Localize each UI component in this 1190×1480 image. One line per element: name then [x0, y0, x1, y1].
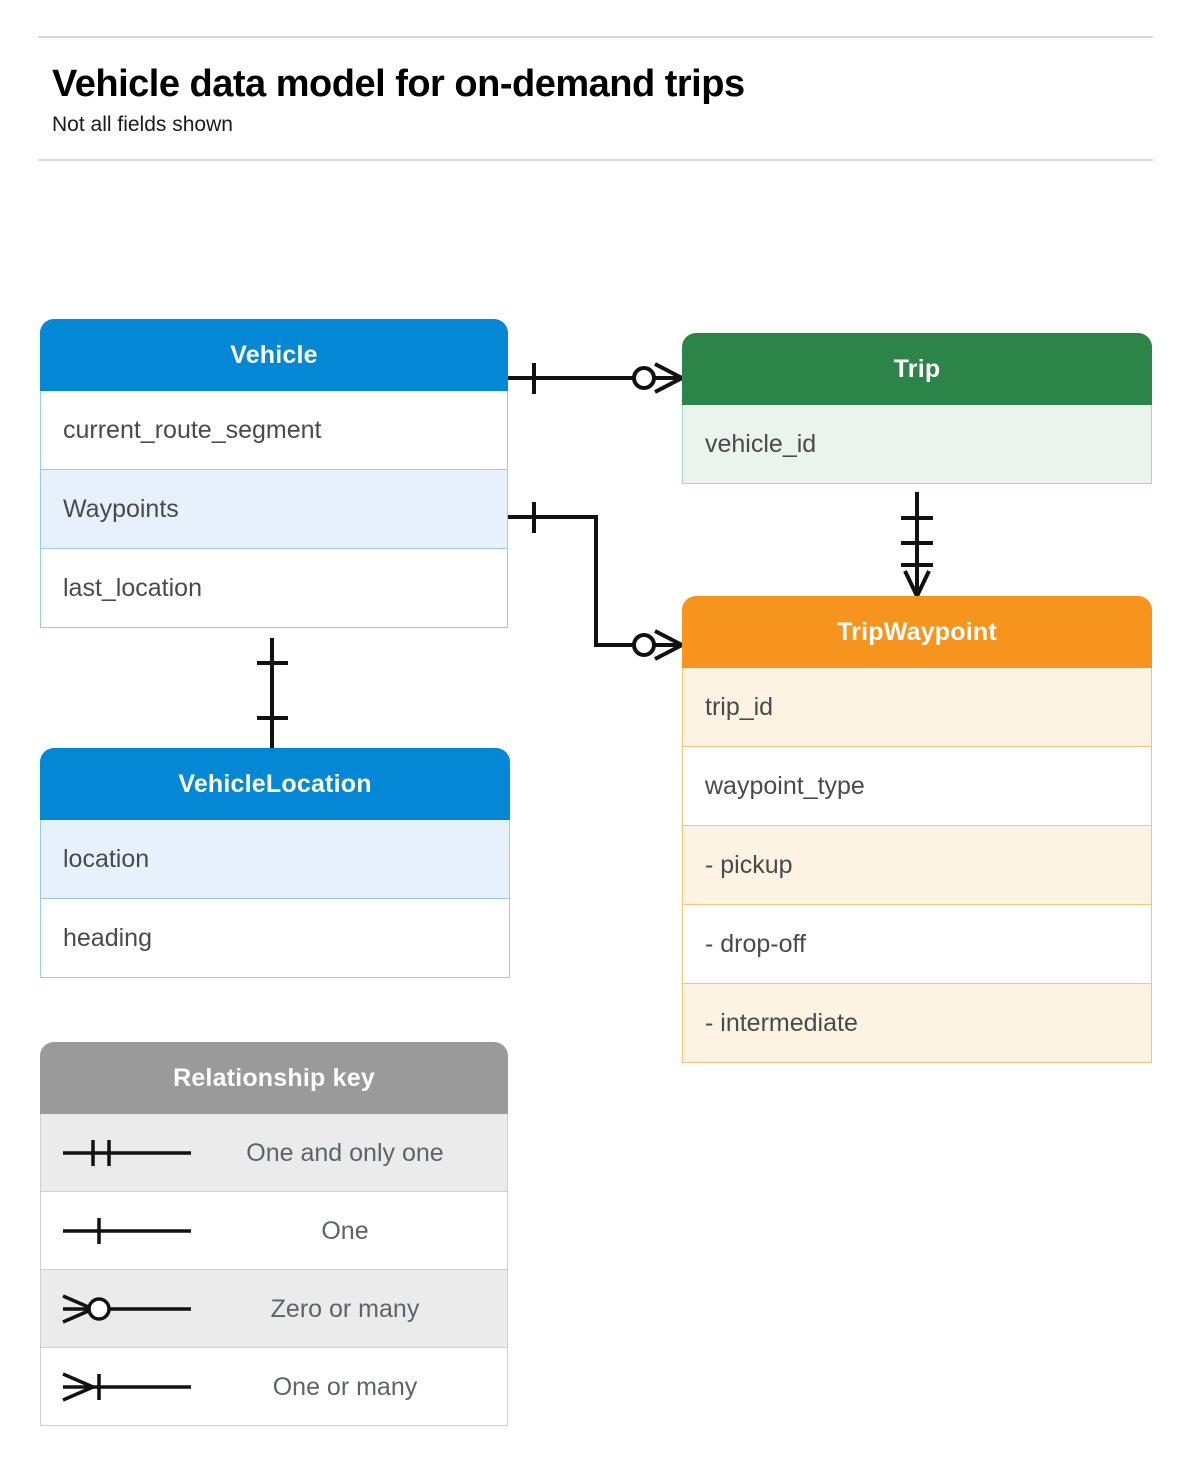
entity-tripwaypoint-fields: trip_id waypoint_type - pickup - drop-of…	[682, 668, 1152, 1063]
entity-vehiclelocation-fields: location heading	[40, 820, 510, 978]
connector-trip-tripwaypoint	[901, 492, 933, 597]
legend-item-zero-or-many: Zero or many	[40, 1270, 508, 1348]
field-row[interactable]: - intermediate	[682, 984, 1152, 1063]
entity-vehicle-fields: current_route_segment Waypoints last_loc…	[40, 391, 508, 628]
zero-or-many-icon	[62, 1293, 191, 1324]
header-rule-bottom	[38, 158, 1153, 161]
entity-vehiclelocation-title: VehicleLocation	[40, 748, 510, 820]
header-rule-top	[38, 36, 1153, 38]
legend-item-one-or-many: One or many	[40, 1348, 508, 1426]
entity-tripwaypoint[interactable]: TripWaypoint trip_id waypoint_type - pic…	[682, 596, 1152, 1063]
entity-trip[interactable]: Trip vehicle_id	[682, 333, 1152, 484]
legend-rows: One and only one One	[40, 1114, 508, 1426]
one-or-many-icon	[62, 1371, 191, 1402]
one-icon	[63, 1217, 191, 1244]
one-and-only-one-icon	[63, 1139, 191, 1166]
legend-item-label: Zero or many	[270, 1294, 420, 1323]
legend-item-one-and-only-one: One and only one	[40, 1114, 508, 1192]
entity-vehiclelocation[interactable]: VehicleLocation location heading	[40, 748, 510, 978]
document-header: Vehicle data model for on-demand trips N…	[38, 36, 1153, 161]
connector-vehicle-trip	[508, 362, 683, 394]
entity-vehicle-title: Vehicle	[40, 319, 508, 391]
legend-item-label: One and only one	[246, 1138, 444, 1167]
field-row[interactable]: vehicle_id	[682, 405, 1152, 484]
legend-item-label: One or many	[272, 1372, 418, 1401]
entity-vehicle[interactable]: Vehicle current_route_segment Waypoints …	[40, 319, 508, 628]
field-row[interactable]: Waypoints	[40, 470, 508, 549]
legend-item-label: One	[321, 1216, 369, 1245]
page-title: Vehicle data model for on-demand trips	[52, 63, 745, 105]
field-row[interactable]: heading	[40, 899, 510, 978]
field-row[interactable]: waypoint_type	[682, 747, 1152, 826]
field-row[interactable]: trip_id	[682, 668, 1152, 747]
connector-vehicle-vehiclelocation	[257, 638, 288, 748]
legend-title: Relationship key	[40, 1042, 508, 1114]
relationship-key-legend: Relationship key One and only one	[40, 1042, 508, 1426]
field-row[interactable]: - drop-off	[682, 905, 1152, 984]
page-subtitle: Not all fields shown	[52, 112, 233, 136]
field-row[interactable]: - pickup	[682, 826, 1152, 905]
title-block: Vehicle data model for on-demand trips N…	[38, 38, 1153, 159]
entity-trip-title: Trip	[682, 333, 1152, 405]
entity-tripwaypoint-title: TripWaypoint	[682, 596, 1152, 668]
connector-waypoints-tripwaypoint	[508, 502, 683, 661]
field-row[interactable]: last_location	[40, 549, 508, 628]
entity-trip-fields: vehicle_id	[682, 405, 1152, 484]
field-row[interactable]: location	[40, 820, 510, 899]
field-row[interactable]: current_route_segment	[40, 391, 508, 470]
legend-item-one: One	[40, 1192, 508, 1270]
